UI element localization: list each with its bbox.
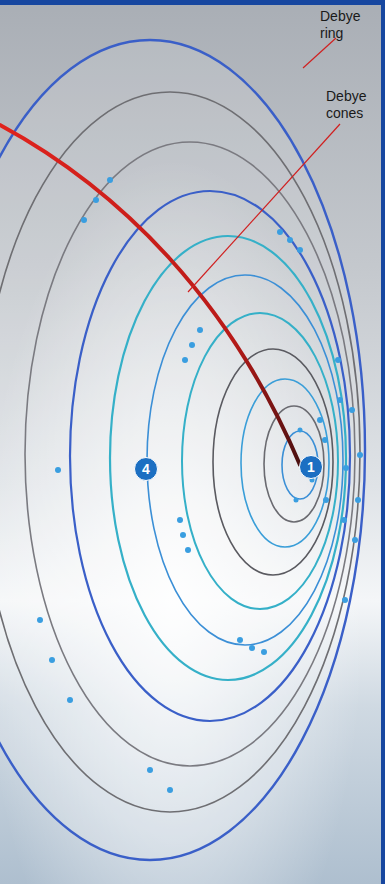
callout-number: 1	[307, 460, 315, 474]
part-label: Debye ring	[320, 8, 375, 42]
part-label: Debye cones	[326, 88, 378, 122]
callout-circle: 1	[299, 455, 323, 479]
callout-number: 4	[142, 462, 150, 476]
callout-circle: 4	[134, 457, 158, 481]
